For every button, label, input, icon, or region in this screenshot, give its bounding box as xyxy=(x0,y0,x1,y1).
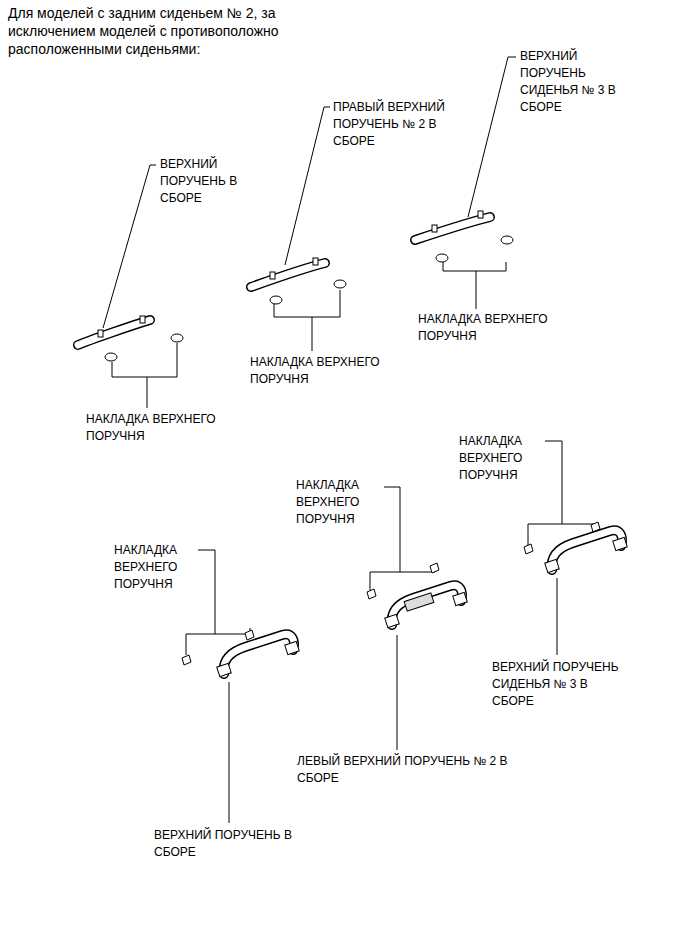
leader-line xyxy=(229,682,230,823)
bracket xyxy=(274,290,340,317)
bracket xyxy=(370,565,435,590)
part-label: ЛЕВЫЙ ВЕРХНИЙ ПОРУЧЕНЬ № 2 В СБОРЕ xyxy=(297,753,547,787)
part-label: ВЕРХНИЙ ПОРУЧЕНЬ СИДЕНЬЯ № 3 В СБОРЕ xyxy=(492,659,624,710)
part-label: ПРАВЫЙ ВЕРХНИЙ ПОРУЧЕНЬ № 2 В СБОРЕ xyxy=(333,99,463,150)
part-label: ВЕРХНИЙ ПОРУЧЕНЬ В СБОРЕ xyxy=(160,156,250,207)
leader-line xyxy=(557,578,558,655)
part-label: НАКЛАДКА ВЕРХНЕГО ПОРУЧНЯ xyxy=(459,433,539,484)
part-label: НАКЛАДКА ВЕРХНЕГО ПОРУЧНЯ xyxy=(296,477,376,528)
part-label: ВЕРХНИЙ ПОРУЧЕНЬ В СБОРЕ xyxy=(154,827,329,861)
leader-line xyxy=(285,107,330,265)
bracket xyxy=(112,343,177,377)
leader-line xyxy=(312,317,313,351)
leader-line xyxy=(476,271,477,309)
leader-line xyxy=(147,377,148,408)
leader-line xyxy=(468,57,516,217)
part-label: НАКЛАДКА ВЕРХНЕГО ПОРУЧНЯ xyxy=(114,542,194,593)
leader-line xyxy=(384,487,400,572)
leader-line xyxy=(103,165,156,328)
part-label: НАКЛАДКА ВЕРХНЕГО ПОРУЧНЯ xyxy=(86,411,246,445)
part-label: НАКЛАДКА ВЕРХНЕГО ПОРУЧНЯ xyxy=(418,311,578,345)
leader-line xyxy=(198,550,215,634)
part-label: ВЕРХНИЙ ПОРУЧЕНЬ СИДЕНЬЯ № 3 В СБОРЕ xyxy=(520,48,620,116)
leader-line xyxy=(545,441,562,524)
part-label: НАКЛАДКА ВЕРХНЕГО ПОРУЧНЯ xyxy=(250,354,410,388)
leader-line xyxy=(397,635,398,750)
bracket xyxy=(443,262,506,271)
heading: Для моделей с задним сиденьем № 2, за ис… xyxy=(8,4,343,58)
